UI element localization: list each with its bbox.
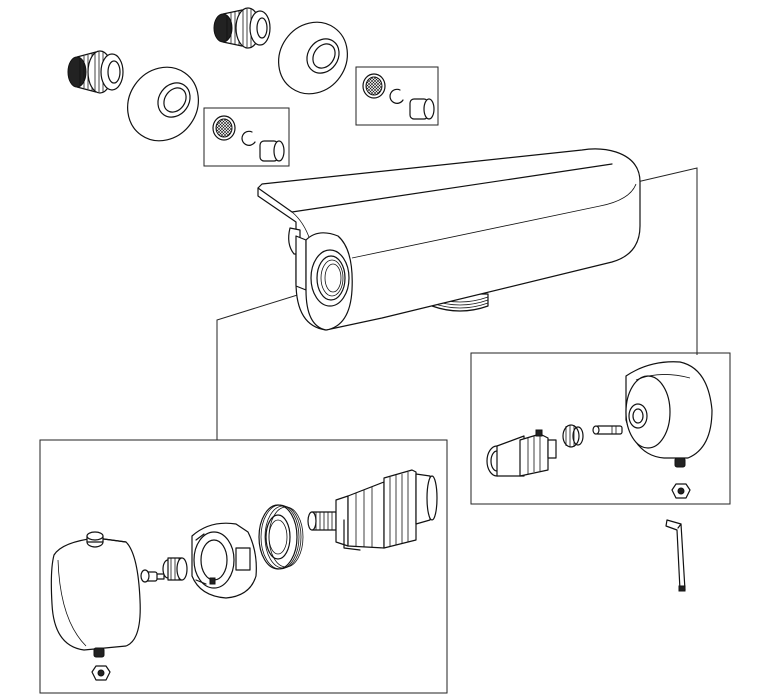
allen-key (665, 519, 686, 592)
cover-rosette-right (278, 21, 348, 95)
flow-handle-nut (671, 457, 691, 499)
filter-kit-left (203, 107, 290, 167)
flow-valve-insert (486, 429, 557, 477)
threaded-connector-left (67, 50, 124, 94)
valve-spindle-ring (562, 424, 584, 448)
cartridge-nut (258, 504, 304, 570)
thermostatic-cartridge (307, 469, 438, 551)
flow-handle (625, 361, 713, 459)
mixer-body (257, 148, 641, 331)
handle-nut (91, 647, 111, 681)
temperature-stop-ring (191, 522, 257, 599)
flow-valve-box (470, 352, 731, 505)
threaded-connector-right (213, 7, 271, 49)
valve-spindle (592, 425, 623, 435)
temperature-handle (50, 531, 141, 651)
leader-lines (216, 167, 698, 440)
cover-rosette-left (127, 66, 199, 142)
spline-adapter (162, 557, 188, 581)
temperature-cartridge-box (39, 439, 448, 694)
retaining-screw (140, 569, 165, 583)
filter-kit-right (355, 66, 439, 126)
